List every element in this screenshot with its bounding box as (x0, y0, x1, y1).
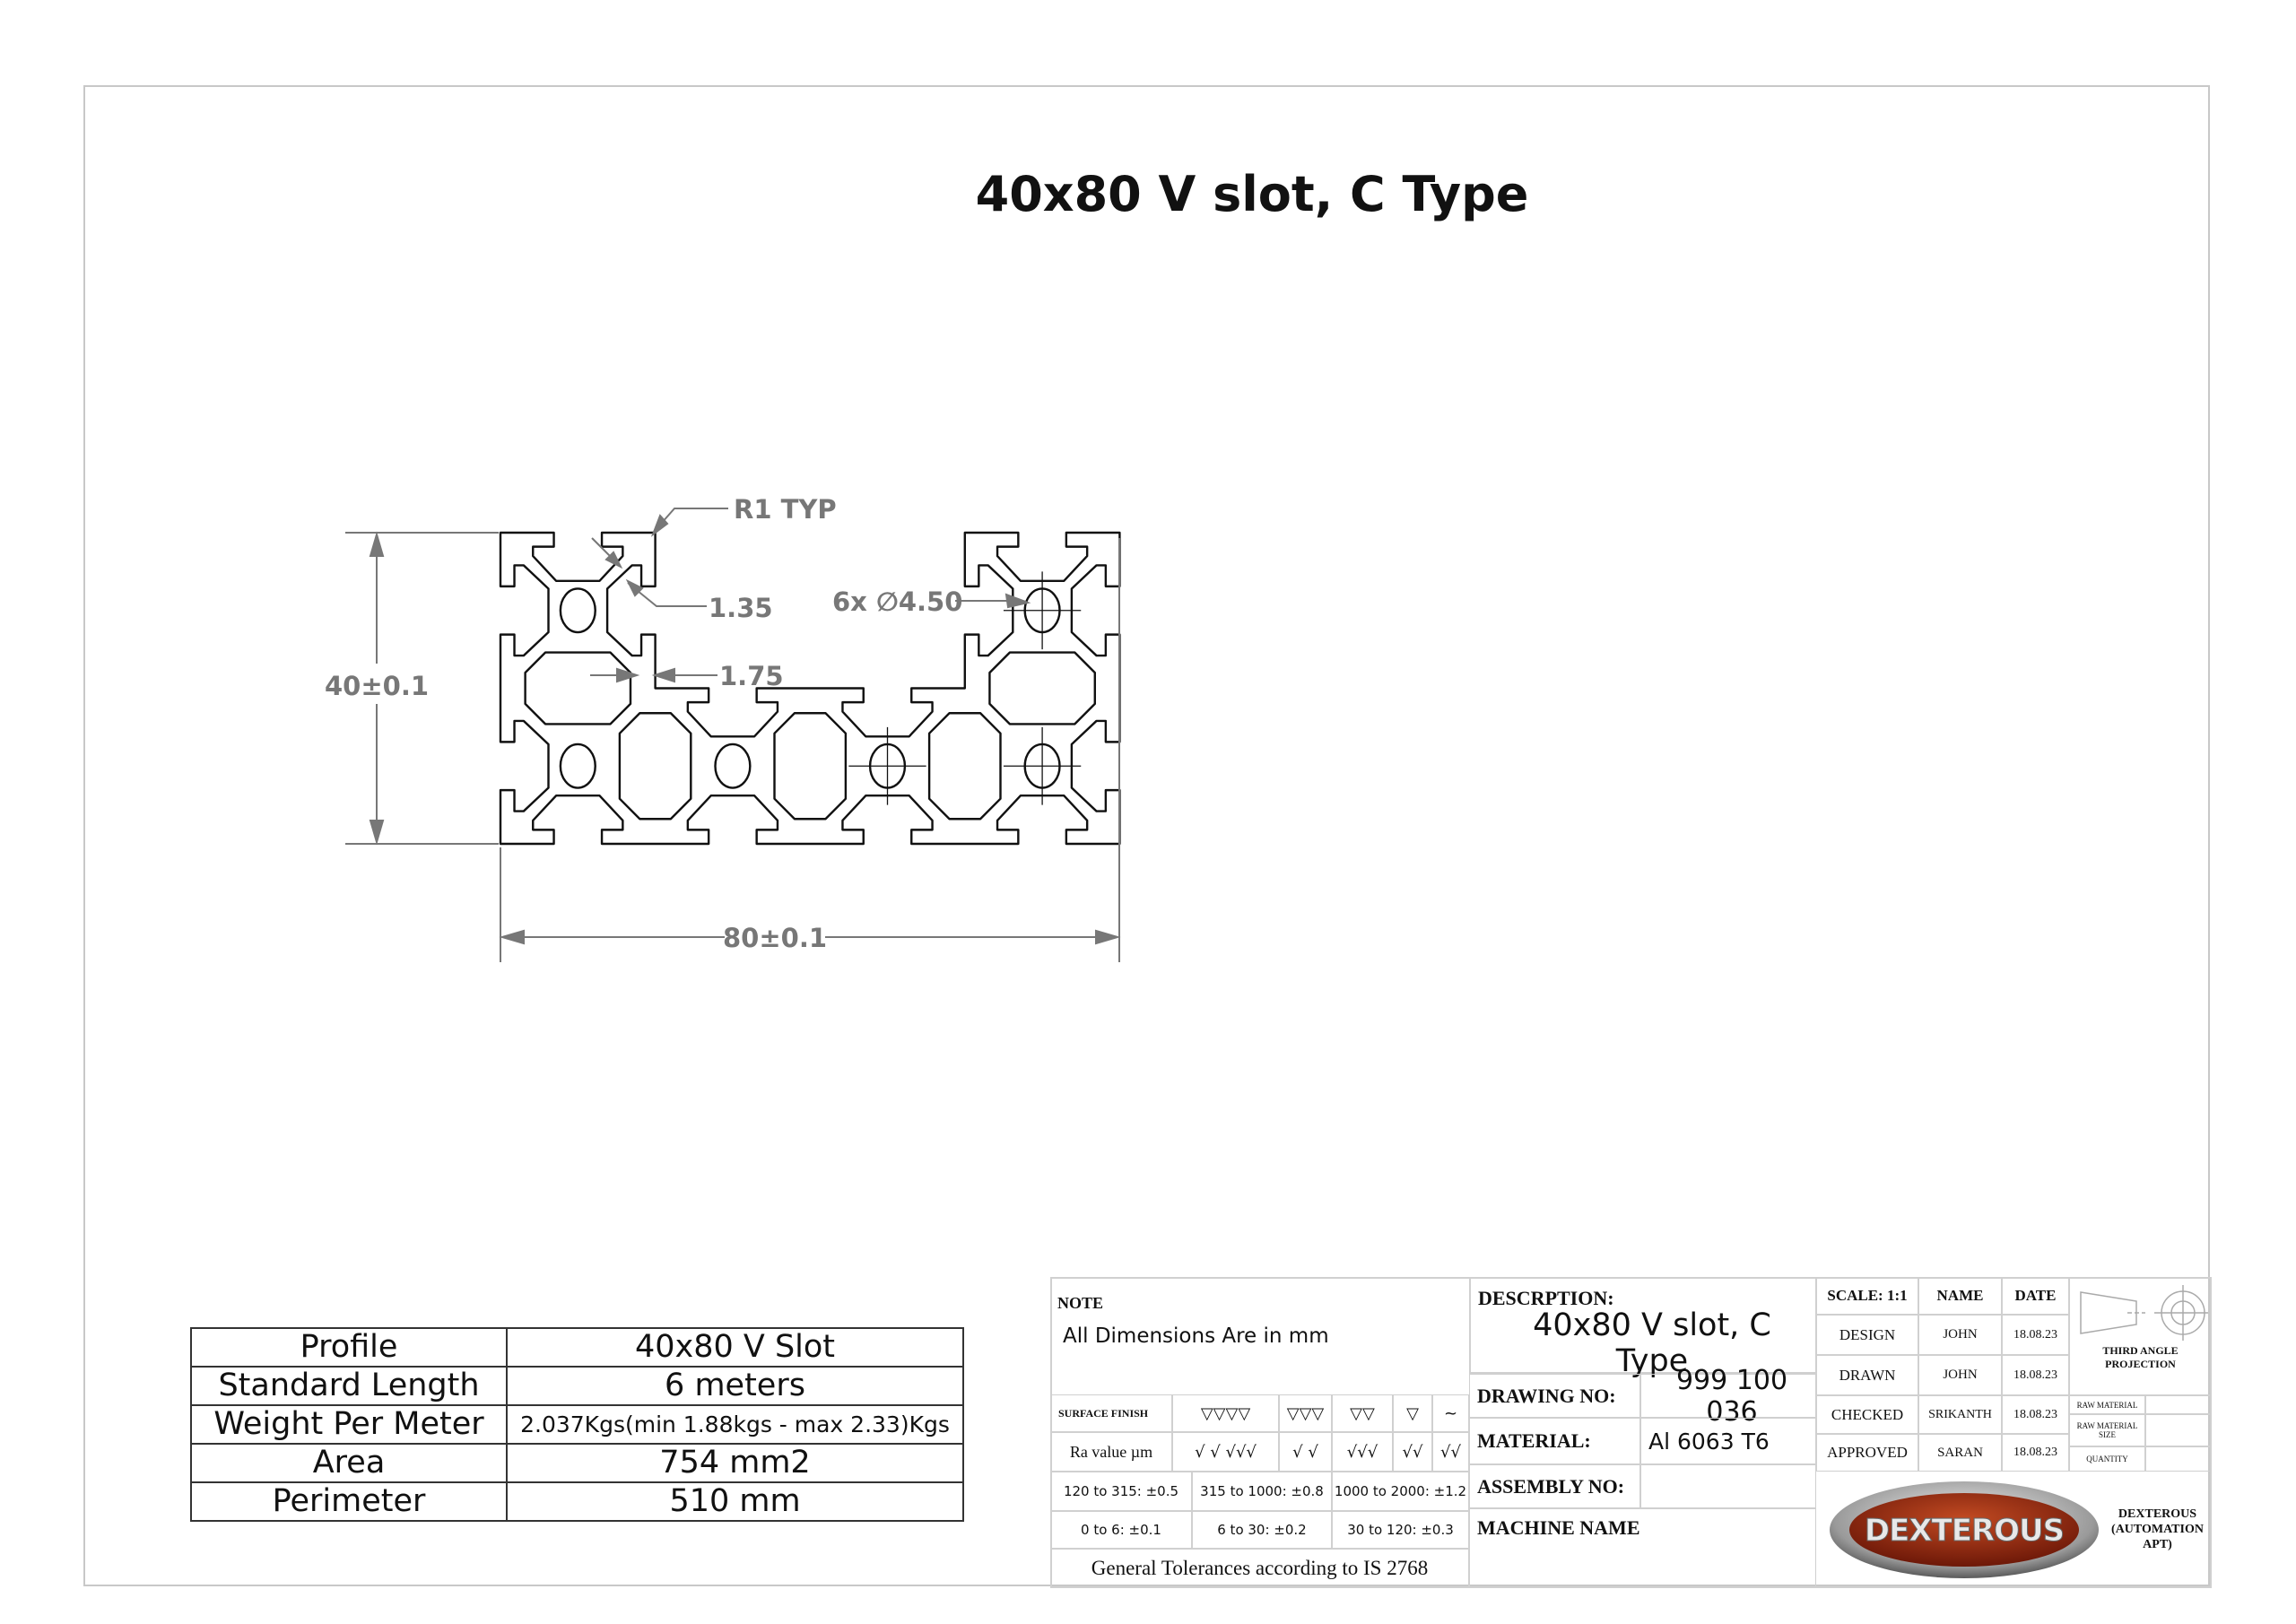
signoff-role: DRAWN (1816, 1355, 1918, 1395)
company-name: DEXTEROUS (AUTOMATION APT) (2111, 1507, 2204, 1551)
property-label: Standard Length (190, 1366, 508, 1406)
property-label: Weight Per Meter (190, 1404, 508, 1445)
profile-cavity (618, 712, 692, 821)
raw-material-label: RAW MATERIAL (2069, 1395, 2145, 1414)
tolerance-cell: 120 to 315: ±0.5 (1050, 1472, 1192, 1511)
property-value: 510 mm (506, 1481, 964, 1522)
scale-label: SCALE: 1:1 (1816, 1277, 1918, 1315)
signoff-role: APPROVED (1816, 1434, 1918, 1472)
wall-dimension-1-35: 1.35 (709, 593, 773, 623)
ra-symbol: √√ (1393, 1432, 1432, 1472)
surface-finish-label: SURFACE FINISH (1050, 1394, 1172, 1432)
third-angle-projection-icon (2079, 1285, 2208, 1341)
profile-cross-section (499, 531, 1121, 846)
finish-symbol: ▽ (1393, 1394, 1432, 1432)
property-value: 2.037Kgs(min 1.88kgs - max 2.33)Kgs (506, 1404, 964, 1445)
description-value: 40x80 V slot, C Type (1533, 1307, 1771, 1379)
property-value: 6 meters (506, 1366, 964, 1406)
drawing-title: 40x80 V slot, C Type (975, 166, 1529, 222)
property-label: Area (190, 1443, 508, 1483)
profile-cavity (988, 651, 1096, 725)
property-label: Perimeter (190, 1481, 508, 1522)
signoff-role: CHECKED (1816, 1395, 1918, 1434)
center-bore-hole (714, 743, 752, 789)
quantity-label: QUANTITY (2069, 1446, 2145, 1472)
dexterous-logo: DEXTEROUS (1830, 1481, 2099, 1578)
width-dimension: 80±0.1 (723, 923, 827, 953)
finish-symbol: ▽▽ (1332, 1394, 1393, 1432)
material-value: Al 6063 T6 (1640, 1418, 1816, 1464)
svg-text:DEXTEROUS: DEXTEROUS (1865, 1513, 2064, 1549)
dimension-lines (345, 508, 1121, 962)
assembly-no-value (1640, 1464, 1816, 1508)
height-dimension: 40±0.1 (325, 671, 429, 701)
signoff-name: SARAN (1918, 1434, 2002, 1472)
finish-symbol: ▽▽▽▽ (1172, 1394, 1279, 1432)
signoff-date: 18.08.23 (2002, 1434, 2069, 1472)
description-label: DESCRPTION: (1478, 1287, 1614, 1309)
signoff-date: 18.08.23 (2002, 1315, 2069, 1355)
raw-material-size-label: RAW MATERIAL SIZE (2069, 1414, 2145, 1446)
note-text: All Dimensions Are in mm (1063, 1324, 1329, 1348)
drawing-no-label: DRAWING NO: (1469, 1374, 1640, 1418)
signoff-name: SRIKANTH (1918, 1395, 2002, 1434)
name-header: NAME (1918, 1277, 2002, 1315)
finish-symbol: ▽▽▽ (1279, 1394, 1332, 1432)
signoff-name: JOHN (1918, 1355, 2002, 1395)
material-label: MATERIAL: (1469, 1418, 1640, 1464)
radius-dimension: R1 TYP (734, 494, 837, 525)
ra-symbol: √√√ (1332, 1432, 1393, 1472)
hole-dimension: 6x ∅4.50 (832, 586, 962, 617)
signoff-name: JOHN (1918, 1315, 2002, 1355)
property-value: 754 mm2 (506, 1443, 964, 1483)
projection-box: THIRD ANGLE PROJECTION (2069, 1277, 2212, 1395)
tolerance-cell: 315 to 1000: ±0.8 (1192, 1472, 1332, 1511)
profile-cavity (524, 651, 632, 725)
wall-dimension-1-75: 1.75 (719, 661, 784, 691)
profile-outline (499, 531, 1121, 846)
drawing-no-value: 999 100 036 (1640, 1365, 1816, 1428)
general-tolerances: General Tolerances according to IS 2768 (1050, 1549, 1469, 1588)
ra-symbol: √ √ √√√ (1172, 1432, 1279, 1472)
profile-cavity (927, 712, 1002, 821)
property-label: Profile (190, 1327, 508, 1368)
projection-label: THIRD ANGLE PROJECTION (2102, 1344, 2179, 1370)
profile-cavity (773, 712, 848, 821)
drawing-border (83, 85, 2210, 1586)
note-label: NOTE (1057, 1294, 1104, 1312)
tolerance-cell: 6 to 30: ±0.2 (1192, 1511, 1332, 1549)
signoff-date: 18.08.23 (2002, 1395, 2069, 1434)
property-value: 40x80 V Slot (506, 1327, 964, 1368)
tolerance-cell: 0 to 6: ±0.1 (1050, 1511, 1192, 1549)
center-bore-hole (559, 743, 596, 789)
date-header: DATE (2002, 1277, 2069, 1315)
ra-symbol: √√ (1432, 1432, 1469, 1472)
tolerance-cell: 30 to 120: ±0.3 (1332, 1511, 1469, 1549)
signoff-role: DESIGN (1816, 1315, 1918, 1355)
tolerance-cell: 1000 to 2000: ±1.2 (1332, 1472, 1469, 1511)
assembly-no-label: ASSEMBLY NO: (1469, 1464, 1640, 1508)
ra-symbol: √ √ (1279, 1432, 1332, 1472)
center-bore-hole (559, 587, 596, 634)
finish-symbol: ~ (1432, 1394, 1469, 1432)
machine-name-label: MACHINE NAME (1469, 1508, 1816, 1588)
signoff-date: 18.08.23 (2002, 1355, 2069, 1395)
ra-label: Ra value µm (1050, 1432, 1172, 1472)
